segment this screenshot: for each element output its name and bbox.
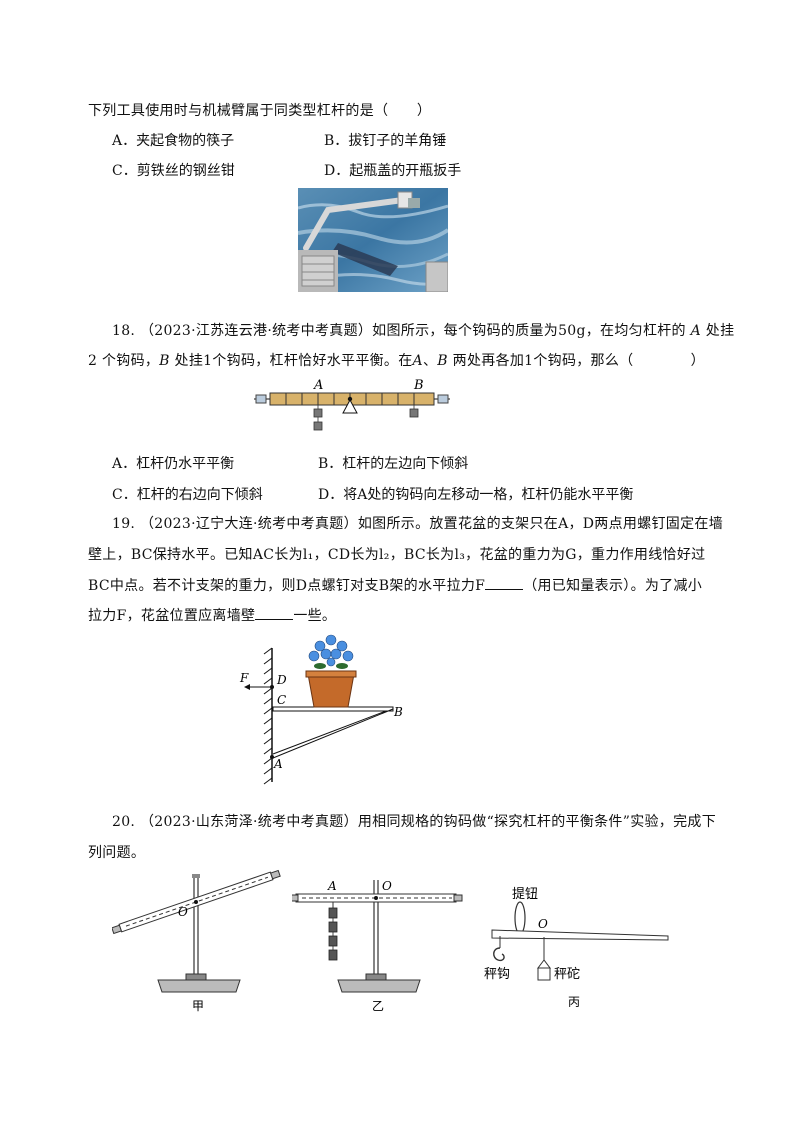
q17-option-a: A．夹起食物的筷子 bbox=[112, 133, 235, 149]
q20-line2: 列问题。 bbox=[88, 845, 146, 861]
yi-caption: 乙 bbox=[372, 999, 384, 1013]
yi-label-a: A bbox=[327, 879, 337, 893]
q19-source: （2023·辽宁大连·统考中考真题） bbox=[139, 516, 358, 532]
lever-apparatus-jia: O 甲 bbox=[111, 866, 284, 1014]
q19-text3b: （用已知量表示）。为了减小 bbox=[523, 578, 703, 594]
bracket-label-b: B bbox=[393, 705, 403, 719]
q19-text4b: 一些。 bbox=[293, 608, 337, 624]
bracket-label-c: C bbox=[277, 693, 286, 707]
jia-caption: 甲 bbox=[192, 999, 204, 1013]
q18-line1: 18. （2023·江苏连云港·统考中考真题）如图所示，每个钩码的质量为50g，… bbox=[112, 323, 735, 339]
q17-option-d: D．起瓶盖的开瓶扳手 bbox=[324, 163, 462, 179]
bing-caption: 丙 bbox=[568, 995, 580, 1009]
q18-source: （2023·江苏连云港·统考中考真题） bbox=[139, 323, 373, 339]
q19-text1: 如图所示。放置花盆的支架只在A，D两点用螺钉固定在墙 bbox=[357, 516, 724, 532]
q19-number: 19. bbox=[112, 516, 136, 532]
q20-text1: 用相同规格的钩码做“探究杠杆的平衡条件”实验，完成下 bbox=[357, 814, 716, 830]
q18-number: 18. bbox=[112, 323, 136, 339]
q19-blank-1[interactable] bbox=[485, 577, 524, 590]
q19-text3a: BC中点。若不计支架的重力，则D点螺钉对支B架的水平拉力F bbox=[88, 578, 486, 594]
yi-label-o: O bbox=[382, 879, 392, 893]
q18-text1-end: 处挂 bbox=[705, 323, 735, 339]
bracket-label-a: A bbox=[273, 757, 283, 771]
q18-line2: 2 个钩码，B 处挂1个钩码，杠杆恰好水平平衡。在A、B 两处再各加1个钩码，那… bbox=[88, 353, 705, 369]
q18-text1: 如图所示，每个钩码的质量为50g，在均匀杠杆的 bbox=[372, 323, 686, 339]
q19-text4a: 拉力F，花盆位置应离墙壁 bbox=[88, 608, 256, 624]
bracket-label-f: F bbox=[239, 671, 249, 685]
q20-source: （2023·山东菏泽·统考中考真题） bbox=[139, 814, 358, 830]
q18-option-d: D．将A处的钩码向左移动一格，杠杆仍能水平平衡 bbox=[318, 487, 634, 503]
q18-option-a: A．杠杆仍水平平衡 bbox=[112, 456, 235, 472]
jia-label-o: O bbox=[178, 905, 188, 919]
bing-label-chengtuo: 秤砣 bbox=[554, 967, 580, 982]
flowerpot-bracket-figure: F D C B A bbox=[236, 630, 412, 786]
q19-blank-2[interactable] bbox=[255, 607, 294, 620]
q19-line2: 壁上，BC保持水平。已知AC长为l₁，CD长为l₂，BC长为l₃，花盆的重力为G… bbox=[88, 547, 706, 563]
bing-label-o: O bbox=[538, 917, 548, 931]
bracket-label-d: D bbox=[276, 673, 287, 687]
q20-line1: 20. （2023·山东菏泽·统考中考真题）用相同规格的钩码做“探究杠杆的平衡条… bbox=[112, 811, 716, 831]
q18-option-b: B．杠杆的左边向下倾斜 bbox=[318, 456, 469, 472]
q19-line4: 拉力F，花盆位置应离墙壁 一些。 bbox=[88, 605, 336, 625]
q19-line1: 19. （2023·辽宁大连·统考中考真题）如图所示。放置花盆的支架只在A，D两… bbox=[112, 513, 723, 533]
lever-label-b: B bbox=[413, 378, 424, 393]
q20-number: 20. bbox=[112, 814, 136, 830]
lever-figure: A B bbox=[254, 376, 450, 436]
lever-apparatus-yi: A O 乙 bbox=[289, 876, 464, 1014]
lever-label-a: A bbox=[313, 378, 323, 393]
q17-option-c: C．剪铁丝的钢丝钳 bbox=[112, 163, 235, 179]
bing-label-chenggou: 秤钩 bbox=[484, 967, 510, 982]
q18-option-c: C．杠杆的右边向下倾斜 bbox=[112, 487, 263, 503]
q18-text2c: 两处再各加1个钩码，那么（ ） bbox=[452, 353, 705, 369]
steelyard-bing: 提钮 O 秤钩 秤砣 丙 bbox=[478, 880, 674, 1014]
q19-line3: BC中点。若不计支架的重力，则D点螺钉对支B架的水平拉力F （用已知量表示）。为了… bbox=[88, 575, 702, 595]
q17-option-b: B．拔钉子的羊角锤 bbox=[324, 133, 447, 149]
bing-label-tiniu: 提钮 bbox=[512, 886, 538, 902]
q17-stem: 下列工具使用时与机械臂属于同类型杠杆的是（ ） bbox=[88, 103, 432, 119]
q18-text2: 个钩码， bbox=[101, 353, 160, 369]
robotic-arm-photo bbox=[297, 188, 450, 293]
q18-text2b: 处挂1个钩码，杠杆恰好水平平衡。在 bbox=[174, 353, 413, 369]
